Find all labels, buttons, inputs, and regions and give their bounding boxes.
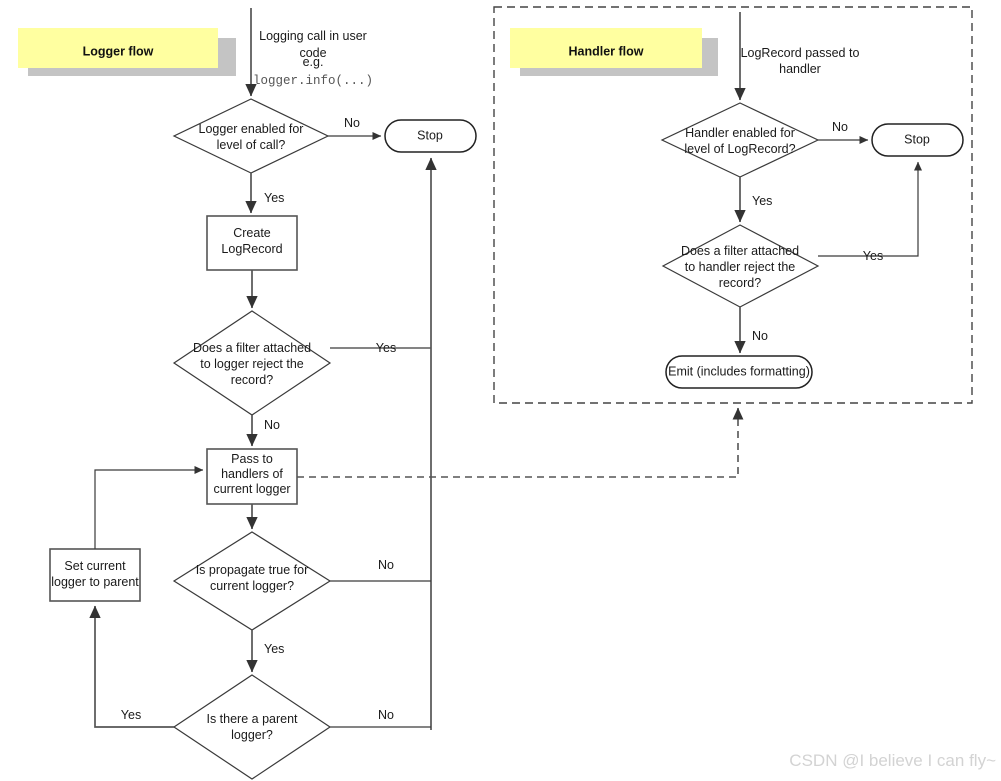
node-pass-to-handlers: Pass to handlers of current logger (206, 448, 298, 505)
node-is-propagate-line1: Is propagate true for (196, 563, 309, 577)
handler-entry-label-line1: LogRecord passed to (741, 46, 860, 60)
edge-label-logger-enabled-yes: Yes (264, 191, 284, 205)
edge-label-handler-enabled-no: No (832, 120, 848, 134)
logger-entry-label-line3: e.g. (303, 55, 324, 69)
node-is-there-parent-line1: Is there a parent (206, 712, 298, 726)
handler-flow-title-fill (510, 28, 702, 68)
node-is-propagate-line2: current logger? (210, 579, 294, 593)
node-create-logrecord: Create LogRecord (206, 215, 298, 271)
node-create-logrecord-line1: Create (233, 226, 271, 240)
node-stop-handler-shape (871, 123, 964, 157)
node-set-current-logger-shape (49, 548, 141, 602)
edge-label-handler-filter-yes: Yes (863, 249, 883, 263)
node-logger-filter-line1: Does a filter attached (193, 341, 311, 355)
node-logger-filter: Does a filter attached to logger reject … (172, 310, 332, 416)
edge-label-handler-enabled-yes: Yes (752, 194, 772, 208)
node-handler-enabled-shape (660, 102, 820, 178)
logger-flow-title-fill (18, 28, 218, 68)
node-pass-to-handlers-line3: current logger (213, 482, 290, 496)
edge-handler-filter-yes (818, 161, 923, 257)
edge-label-propagate-no: No (378, 558, 394, 572)
logger-flow-title-banner: Logger flow (18, 28, 236, 76)
node-handler-enabled-line2: level of LogRecord? (684, 142, 795, 156)
node-handler-filter-line1: Does a filter attached (681, 244, 799, 258)
node-handler-enabled: Handler enabled for level of LogRecord? (660, 102, 820, 178)
node-set-current-logger: Set current logger to parent (49, 548, 141, 602)
edge-label-logger-filter-no: No (264, 418, 280, 432)
edge-set-current-logger-to-pass-to-handlers (94, 465, 204, 549)
node-is-there-parent-line2: logger? (231, 728, 273, 742)
node-pass-to-handlers-line2: handlers of (221, 467, 283, 481)
node-logger-enabled-line1: Logger enabled for (199, 122, 304, 136)
node-pass-to-handlers-shape (206, 448, 298, 505)
edge-label-logger-filter-yes: Yes (376, 341, 396, 355)
node-create-logrecord-line2: LogRecord (221, 242, 282, 256)
edge-pass-to-handlers-to-handler-flow (297, 407, 744, 478)
node-stop-handler-label: Stop (904, 132, 930, 146)
node-emit-shape (665, 355, 813, 389)
node-handler-filter: Does a filter attached to handler reject… (661, 224, 820, 308)
node-logger-enabled-shape (172, 98, 330, 174)
node-emit-label: Emit (includes formatting) (668, 364, 810, 378)
handler-entry-label-line2: handler (779, 62, 821, 76)
handler-flow-title-banner: Handler flow (510, 28, 718, 76)
edge-label-handler-filter-no: No (752, 329, 768, 343)
edge-label-propagate-yes: Yes (264, 642, 284, 656)
node-is-there-parent-shape (172, 674, 332, 780)
node-handler-enabled-line1: Handler enabled for (685, 126, 795, 140)
edge-parent-yes (89, 605, 174, 728)
handler-flow-title-label: Handler flow (568, 44, 643, 58)
node-is-there-parent: Is there a parent logger? (172, 674, 332, 780)
node-handler-filter-line2: to handler reject the (685, 260, 796, 274)
edge-label-logger-enabled-no: No (344, 116, 360, 130)
node-set-current-logger-line2: logger to parent (51, 575, 139, 589)
node-logger-filter-line2: to logger reject the (200, 357, 304, 371)
edge-label-parent-yes: Yes (121, 708, 141, 722)
node-stop-logger: Stop (384, 119, 477, 153)
node-stop-logger-shape (384, 119, 477, 153)
node-emit: Emit (includes formatting) (665, 355, 813, 389)
logger-flow-title-label: Logger flow (83, 44, 154, 58)
watermark-label: CSDN @I believe I can fly~ (789, 751, 996, 770)
node-logger-enabled: Logger enabled for level of call? (172, 98, 330, 174)
edge-label-parent-no: No (378, 708, 394, 722)
node-pass-to-handlers-line1: Pass to (231, 452, 273, 466)
node-stop-logger-label: Stop (417, 128, 443, 142)
node-handler-filter-line3: record? (719, 276, 761, 290)
logger-entry-label-line2: code (299, 46, 326, 60)
node-create-logrecord-shape (206, 215, 298, 271)
node-logger-enabled-line2: level of call? (217, 138, 286, 152)
node-is-propagate: Is propagate true for current logger? (172, 531, 332, 631)
node-set-current-logger-line1: Set current (64, 559, 126, 573)
node-logger-filter-line3: record? (231, 373, 273, 387)
handler-flow-group-border (493, 6, 973, 404)
logger-entry-label-code: logger.info(...) (253, 74, 373, 88)
logger-entry-label-line1: Logging call in user (259, 29, 367, 43)
node-stop-handler: Stop (871, 123, 964, 157)
